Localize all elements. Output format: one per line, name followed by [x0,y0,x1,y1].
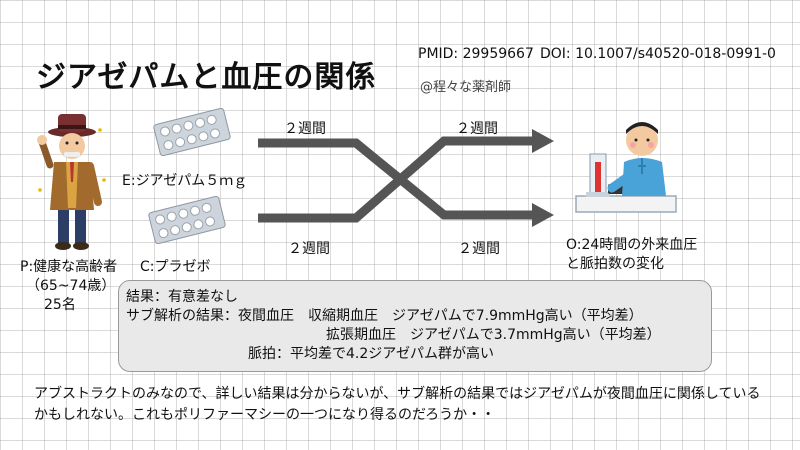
result-sub-systolic: サブ解析の結果：夜間血圧 収縮期血圧 ジアゼパムで7.9mmHg高い（平均差） [126,308,643,324]
period-label-bottom-left: ２週間 [288,241,330,257]
intervention-label: E:ジアゼパム５ｍｇ [122,173,248,189]
elderly-man-illustration [37,114,106,250]
footer-comment: アブストラクトのみなので、詳しい結果は分からないが、サブ解析の結果ではジアゼパム… [34,386,761,423]
doi-label: DOI: 10.1007/s40520-018-0991-0 [540,46,776,62]
outcome-line2: と脈拍数の変化 [566,256,664,272]
comparison-label: C:プラゼボ [140,259,211,275]
page-title: ジアゼパムと血圧の関係 [36,60,377,95]
pmid-label: PMID: 29959667 [418,46,534,62]
arrow-bottom-head [532,129,554,153]
pill-pack-icon [148,196,226,244]
period-label-top-right: ２週間 [456,121,498,137]
population-label: P:健康な高齢者 [20,259,118,275]
pill-pack-icon [153,108,231,156]
arrow-top-head [532,203,554,227]
result-pulse: 脈拍：平均差で4.2ジアゼパム群が高い [248,346,494,362]
population-age: （65~74歳） [26,278,116,294]
population-count: 25名 [44,297,76,313]
results-box [118,280,712,372]
outcome-line1: O:24時間の外来血圧 [566,237,698,253]
period-label-bottom-right: ２週間 [458,241,500,257]
blood-pressure-patient-illustration [575,122,677,213]
result-sub-diastolic: 拡張期血圧 ジアゼパムで3.7mmHg高い（平均差） [326,327,661,343]
period-label-top-left: ２週間 [284,121,326,137]
arrow-bottom-path [258,136,540,223]
result-main: 結果：有意差なし [126,289,238,305]
author-handle: @程々な薬剤師 [420,80,512,95]
